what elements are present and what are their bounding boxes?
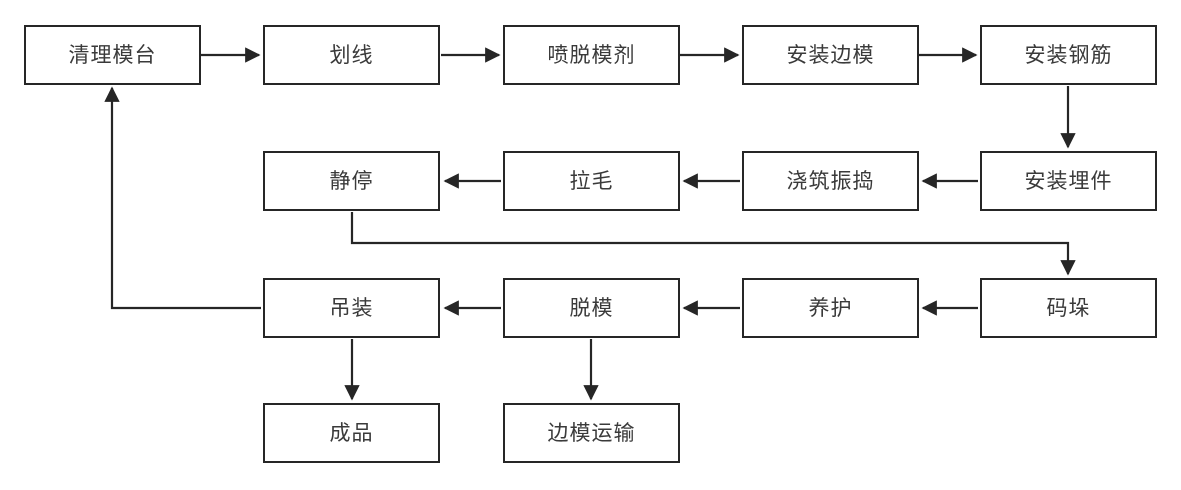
node-n3[interactable]: 喷脱模剂 <box>503 25 680 85</box>
node-n7[interactable]: 浇筑振捣 <box>742 151 919 211</box>
node-label: 脱模 <box>569 296 614 320</box>
node-n15[interactable]: 边模运输 <box>503 403 680 463</box>
edge-n9-n10 <box>350 212 1076 276</box>
node-label: 安装边模 <box>786 43 875 67</box>
node-label: 拉毛 <box>569 169 614 193</box>
node-n10[interactable]: 码垛 <box>980 278 1157 338</box>
node-n5[interactable]: 安装钢筋 <box>980 25 1157 85</box>
node-n11[interactable]: 养护 <box>742 278 919 338</box>
node-n1[interactable]: 清理模台 <box>24 25 201 85</box>
node-label: 养护 <box>808 296 853 320</box>
node-label: 安装钢筋 <box>1024 43 1113 67</box>
node-n4[interactable]: 安装边模 <box>742 25 919 85</box>
node-label: 安装埋件 <box>1024 169 1113 193</box>
node-n8[interactable]: 拉毛 <box>503 151 680 211</box>
node-label: 码垛 <box>1046 296 1091 320</box>
node-n13[interactable]: 吊装 <box>263 278 440 338</box>
node-label: 吊装 <box>329 296 374 320</box>
node-label: 静停 <box>329 169 374 193</box>
node-n12[interactable]: 脱模 <box>503 278 680 338</box>
node-label: 划线 <box>329 43 374 67</box>
node-n6[interactable]: 安装埋件 <box>980 151 1157 211</box>
node-n9[interactable]: 静停 <box>263 151 440 211</box>
node-label: 边模运输 <box>547 421 636 445</box>
node-n2[interactable]: 划线 <box>263 25 440 85</box>
node-label: 浇筑振捣 <box>786 169 875 193</box>
node-n14[interactable]: 成品 <box>263 403 440 463</box>
node-label: 成品 <box>329 421 374 445</box>
node-label: 喷脱模剂 <box>547 43 636 67</box>
node-label: 清理模台 <box>68 43 157 67</box>
edge-n13-n1-feedback <box>104 86 261 310</box>
